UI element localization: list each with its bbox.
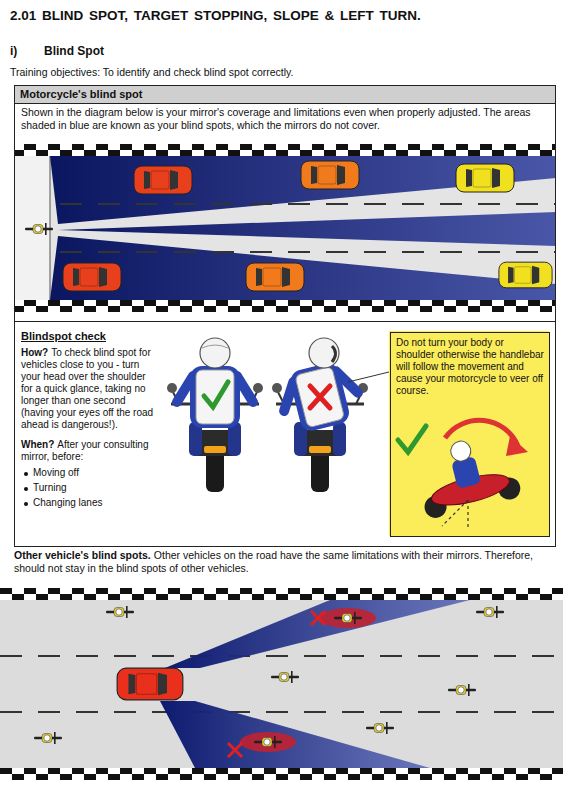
leaning-motorcycle: [398, 420, 528, 528]
panel-body: Shown in the diagram below is your mirro…: [21, 106, 549, 131]
rider-correct-part: [202, 345, 228, 348]
info-panel: Motorcycle's blind spotShown in the diag…: [14, 85, 556, 322]
road-diagram-mirrors-part: [246, 263, 304, 291]
text: Turning: [33, 482, 67, 493]
rider-wrong-part: [332, 346, 336, 362]
section-heading: Blind Spot: [44, 44, 244, 58]
leaning-motorcycle-part-part: [449, 439, 473, 463]
instruction-text: When?After your consulting mirror, befor…: [21, 439, 163, 463]
road-diagram-other-vehicles-part: [366, 722, 394, 734]
road-diagram-mirrors-part: [58, 212, 556, 246]
leaning-motorcycle-part: [506, 436, 528, 456]
text-lead: When?: [21, 439, 54, 450]
road-diagram-other-vehicles-part: [448, 684, 476, 696]
bullet-item: Changing lanes: [23, 497, 153, 509]
road-diagram-mirrors-part: [14, 156, 556, 300]
text: To check blind spot for vehicles close t…: [21, 347, 153, 430]
road-diagram-mirrors-part: [134, 166, 192, 194]
road-diagram-other-vehicles-part: [106, 606, 134, 618]
note-text: Other vehicle's blind spots.Other vehicl…: [14, 549, 552, 574]
road-diagram-other-vehicles-part: [34, 732, 62, 744]
road-diagram-other-vehicles-part: [476, 606, 504, 618]
road-diagram-other-vehicles-part: [271, 671, 299, 683]
road-diagram-other-vehicles-part: [0, 711, 563, 713]
road-diagram-other-vehicles-part: [0, 655, 563, 657]
leaning-motorcycle-part: [411, 430, 523, 521]
callout-text: Do not turn your body or shoulder otherw…: [396, 337, 544, 397]
road-diagram-mirrors-part: [14, 144, 556, 156]
road-diagram-mirrors-part: [456, 164, 514, 192]
rider-correct: [167, 338, 263, 492]
info-panel: Blindspot checkHow?To check blind spot f…: [14, 321, 556, 547]
panel-heading: Motorcycle's blind spot: [15, 86, 555, 104]
leaning-motorcycle-part: [398, 426, 426, 452]
text: Do not turn your body or shoulder otherw…: [396, 337, 544, 396]
callout-fill-part: [389, 331, 549, 536]
label-text: Blind Spot: [44, 44, 104, 58]
road-diagram-mirrors-part: [50, 236, 556, 300]
rider-correct-part: [200, 338, 230, 368]
leaning-motorcycle-part: [442, 500, 468, 528]
road-diagram-other-vehicles-part: [240, 732, 296, 752]
road-diagram-other-vehicles-part: [311, 611, 325, 625]
road-diagram-mirrors-part: [60, 251, 556, 253]
road-diagram-mirrors-part: [50, 156, 556, 224]
road-diagram-mirrors-part: [63, 263, 121, 291]
road-diagram-other-vehicles-part: [160, 701, 430, 768]
rider-wrong: [272, 338, 368, 492]
panel-heading: Blindspot check: [21, 330, 171, 343]
label-text: Training objectives: To identify and che…: [10, 66, 293, 78]
leader-line: [348, 372, 389, 382]
rider-correct-part: [177, 366, 253, 428]
rider-correct-part: [204, 382, 228, 407]
road-diagram-other-vehicles-part: [0, 588, 563, 600]
label-text: i): [10, 44, 17, 58]
instruction-text: How?To check blind spot for vehicles clo…: [21, 347, 157, 431]
road-diagram-other-vehicles: [0, 588, 563, 780]
road-diagram-other-vehicles-part: [254, 736, 282, 748]
text-lead: How?: [21, 347, 48, 358]
text: Changing lanes: [33, 497, 103, 508]
bullet-item: Moving off: [23, 467, 153, 479]
road-diagram-other-vehicles-part: [165, 600, 470, 668]
rider-wrong-part: [275, 358, 364, 437]
road-diagram-mirrors: [14, 144, 556, 312]
rider-wrong-part: [310, 386, 330, 408]
road-diagram-other-vehicles-part: [0, 600, 563, 768]
bullet-item: Turning: [23, 482, 153, 494]
road-diagram-other-vehicles-part: [228, 743, 242, 757]
leaning-motorcycle-part-part: [451, 456, 481, 489]
road-diagram-other-vehicles-part: [0, 768, 563, 780]
rider-wrong-part: [309, 338, 339, 368]
note-lead: Other vehicle's blind spots.: [14, 549, 151, 561]
road-diagram-other-vehicles-part: [334, 612, 362, 624]
road-diagram-mirrors-part: [301, 161, 359, 189]
road-diagram-mirrors-part: [14, 300, 556, 312]
rider-wrong-part-part: [275, 358, 364, 437]
road-diagram-other-vehicles-part: [320, 608, 376, 628]
road-diagram-mirrors-part: [499, 262, 552, 288]
road-diagram-mirrors-part: [60, 203, 556, 205]
text: Moving off: [33, 467, 79, 478]
warning-callout: Do not turn your body or shoulder otherw…: [390, 332, 550, 537]
objective-text: Training objectives: To identify and che…: [10, 66, 555, 79]
text: Shown in the diagram below is your mirro…: [21, 106, 531, 131]
callout-fill: [389, 331, 549, 536]
text: Blindspot check: [21, 330, 106, 342]
road-diagram-other-vehicles-part: [117, 668, 183, 700]
title-text: 2.01 BLIND SPOT, TARGET STOPPING, SLOPE …: [10, 8, 421, 23]
section-number: i): [10, 44, 40, 58]
page-title: 2.01 BLIND SPOT, TARGET STOPPING, SLOPE …: [10, 8, 555, 24]
text: Motorcycle's blind spot: [20, 88, 142, 100]
road-diagram-mirrors-part: [25, 223, 53, 235]
